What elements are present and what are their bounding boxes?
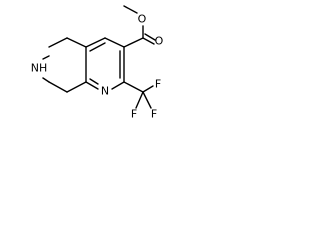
bond-c5-c5b [48,37,68,48]
bond-c5-n6 [42,55,50,60]
molecule-structure: NH N O O F F F [31,5,164,121]
atom-f-right: F [151,108,157,121]
bond-c3-carbonyl [123,37,144,48]
atom-n-ring: N [101,85,109,98]
bond-cf3-f-top [142,85,154,93]
bond-carbonyl-o-double-b [144,33,156,41]
atom-f-left: F [131,108,137,121]
pyridine-ring [85,37,125,90]
bond-c4a-c5 [66,37,87,48]
bond-carbonyl-o-double-a [142,37,155,45]
bond-c4a-c4 [85,37,106,48]
bond-o-methyl [123,5,138,14]
bond-c7-c8 [48,81,68,93]
bond-c8-c8a [66,81,87,93]
bond-n6-c7 [42,77,50,83]
bond-c2-cf3 [123,81,144,93]
bond-n1-c8a [85,81,99,90]
bond-c4-c3 [104,37,125,48]
trifluoromethyl-group [123,81,154,109]
ester-group [123,5,156,48]
bond-c2-n1 [111,81,125,90]
bond-c4-c4-inner [89,42,106,52]
bond-n1-c8a-inner [89,78,99,85]
bond-cf3-f-right [142,91,152,109]
atom-nh: NH [31,62,48,75]
atom-o-ester: O [138,13,147,26]
bond-cf3-f-left [135,91,144,109]
atom-f-top: F [155,78,161,91]
saturated-ring [42,37,87,93]
atom-o-carbonyl: O [155,35,164,48]
